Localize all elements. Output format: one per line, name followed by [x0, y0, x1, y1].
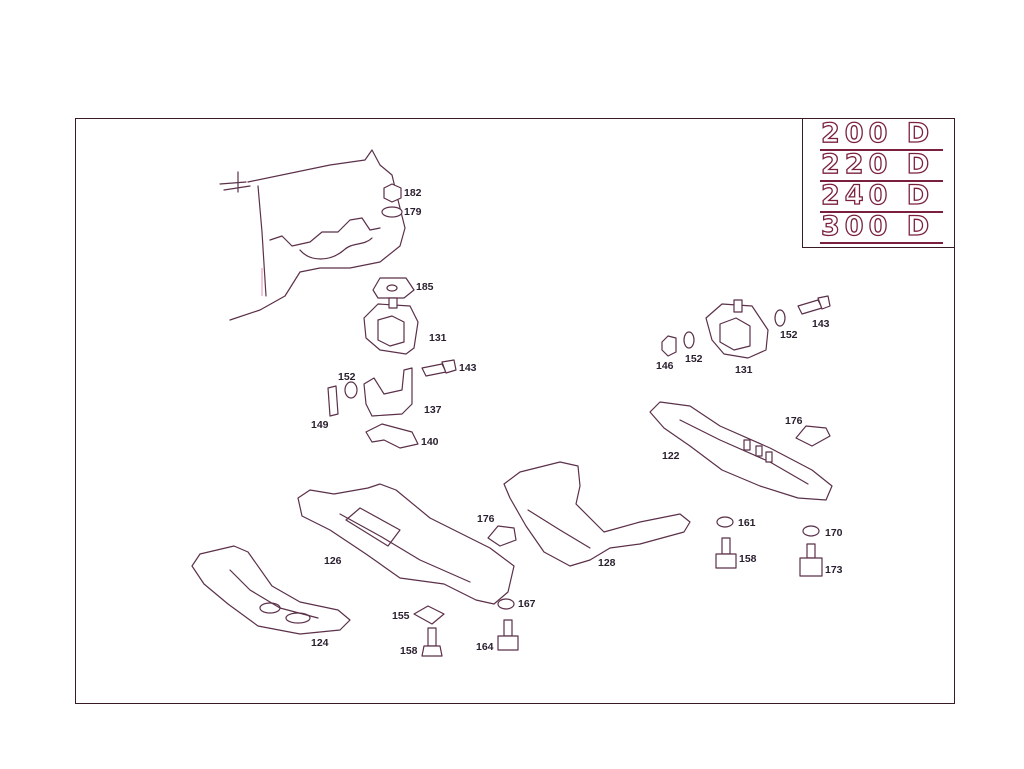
bracket-137	[363, 367, 413, 417]
callout-164: 164	[476, 641, 494, 653]
clip-176-right	[795, 425, 831, 447]
callout-152-mid: 152	[685, 353, 703, 365]
spring-washer-161	[716, 516, 734, 528]
skid-plate-124	[191, 545, 351, 635]
bolt-173	[799, 543, 823, 577]
diagram-frame	[75, 118, 955, 704]
model-designation-box: 200 D 220 D 240 D 300 D	[802, 118, 955, 248]
callout-152-left: 152	[338, 371, 356, 383]
bolt-158-left	[421, 627, 443, 657]
callout-155: 155	[392, 610, 410, 622]
bolt-143-right	[797, 295, 831, 315]
callout-146: 146	[656, 360, 674, 372]
callout-173: 173	[825, 564, 843, 576]
callout-124: 124	[311, 637, 329, 649]
callout-126: 126	[324, 555, 342, 567]
washer-179	[381, 206, 403, 218]
nut-182	[383, 183, 402, 203]
callout-149: 149	[311, 419, 329, 431]
bolt-164	[497, 619, 519, 651]
plate-155	[413, 605, 445, 625]
washer-152-mid	[683, 331, 695, 349]
plate-185	[372, 277, 415, 299]
model-underline	[820, 211, 943, 213]
callout-158-left: 158	[400, 645, 418, 657]
callout-143-left: 143	[459, 362, 477, 374]
washer-170	[802, 525, 820, 537]
model-underline	[820, 242, 943, 244]
callout-128: 128	[598, 557, 616, 569]
callout-176-left: 176	[477, 513, 495, 525]
model-label-220d: 220 D	[820, 149, 935, 180]
callout-122: 122	[662, 450, 680, 462]
callout-140: 140	[421, 436, 439, 448]
transmission-housing	[219, 149, 406, 321]
plate-149	[327, 385, 339, 417]
engine-mount-131-left	[363, 297, 419, 355]
clip-176-left	[487, 525, 517, 547]
model-underline	[820, 149, 943, 151]
model-label-300d: 300 D	[820, 211, 935, 242]
callout-179: 179	[404, 206, 422, 218]
bolt-158-right	[715, 537, 737, 569]
bolt-143-left	[421, 359, 457, 377]
crossmember-126	[297, 483, 515, 605]
callout-131-right: 131	[735, 364, 753, 376]
engine-mount-131-right	[705, 299, 769, 359]
callout-167: 167	[518, 598, 536, 610]
crossmember-122	[649, 401, 833, 501]
model-underline	[820, 180, 943, 182]
callout-176-right: 176	[785, 415, 803, 427]
washer-152-right	[774, 309, 786, 327]
model-label-240d: 240 D	[820, 180, 935, 211]
callout-143-right: 143	[812, 318, 830, 330]
callout-182: 182	[404, 187, 422, 199]
callout-137: 137	[424, 404, 442, 416]
callout-161: 161	[738, 517, 756, 529]
callout-152-right: 152	[780, 329, 798, 341]
callout-170: 170	[825, 527, 843, 539]
crossmember-128	[503, 461, 691, 567]
callout-185: 185	[416, 281, 434, 293]
model-label-200d: 200 D	[820, 118, 935, 149]
callout-131-left: 131	[429, 332, 447, 344]
washer-152-left	[344, 381, 358, 399]
washer-167	[497, 598, 515, 610]
nut-146	[661, 335, 677, 357]
callout-158-right: 158	[739, 553, 757, 565]
clamp-140	[365, 423, 419, 449]
